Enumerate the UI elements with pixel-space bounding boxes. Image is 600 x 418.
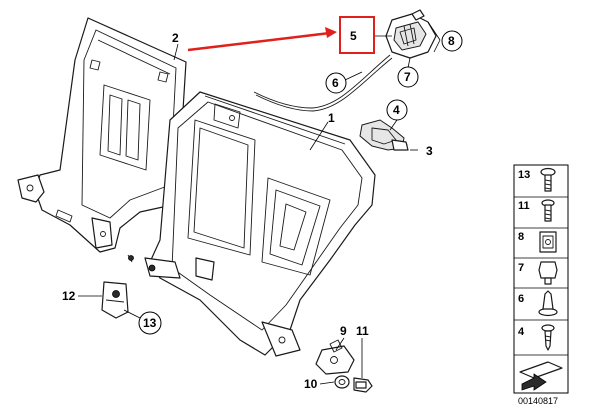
callout-4: 4	[393, 103, 400, 117]
leader-8	[427, 21, 441, 41]
callout-6: 6	[332, 76, 339, 90]
seat-back-rear-panel	[17, 17, 187, 263]
callout-9: 9	[340, 324, 347, 338]
highlight-arrow-head	[325, 27, 337, 38]
callout-11: 11	[356, 324, 369, 338]
legend-label-7: 7	[518, 262, 524, 274]
callout-13: 13	[143, 316, 157, 330]
nut-7-icon	[538, 261, 558, 285]
callout-8: 8	[448, 34, 455, 48]
leader-13	[123, 309, 141, 319]
leader-7	[407, 57, 411, 69]
callout-8-circle	[441, 30, 463, 52]
bolt-11-icon	[541, 199, 555, 222]
rivet-6-icon	[538, 290, 558, 317]
panel-arrow-icon	[519, 361, 563, 391]
callout-1: 1	[328, 111, 335, 125]
leader-9	[335, 337, 345, 351]
release-lever	[359, 119, 409, 151]
legend-label-13: 13	[518, 169, 530, 181]
legend-label-4: 4	[518, 326, 525, 338]
callout-5: 5	[350, 29, 357, 43]
parts-legend: 13 11 8 7 6	[513, 164, 569, 394]
lock-assembly	[385, 9, 437, 59]
screw-13-icon	[540, 167, 556, 192]
bolt-11	[353, 377, 373, 393]
leader-4	[389, 119, 398, 131]
callout-10: 10	[304, 377, 318, 391]
leader-2	[173, 43, 179, 61]
washer-10	[334, 375, 350, 389]
screw-4-icon	[541, 324, 555, 351]
highlight-arrow	[187, 31, 331, 52]
legend-label-11: 11	[518, 200, 530, 212]
leader-6	[344, 71, 363, 81]
leader-1	[309, 121, 329, 151]
leader-10	[319, 381, 335, 385]
callout-6-circle	[325, 72, 347, 94]
leader-8b	[433, 39, 441, 53]
callout-4-circle	[386, 99, 408, 121]
seat-back-frame	[144, 54, 393, 357]
legend-label-6: 6	[518, 293, 524, 305]
clip-nut-8-icon	[539, 231, 557, 253]
callout-2: 2	[172, 31, 179, 45]
callout-13-circle	[138, 311, 162, 335]
callout-7: 7	[404, 70, 411, 84]
hinge-bracket-9	[315, 339, 355, 375]
legend-label-8: 8	[518, 231, 524, 243]
bracket-12	[101, 281, 129, 319]
callout-3: 3	[426, 144, 433, 158]
callout-7-circle	[397, 66, 419, 88]
highlight-box	[339, 16, 375, 54]
diagram-code: 00140817	[518, 396, 558, 406]
callout-12: 12	[62, 289, 76, 303]
